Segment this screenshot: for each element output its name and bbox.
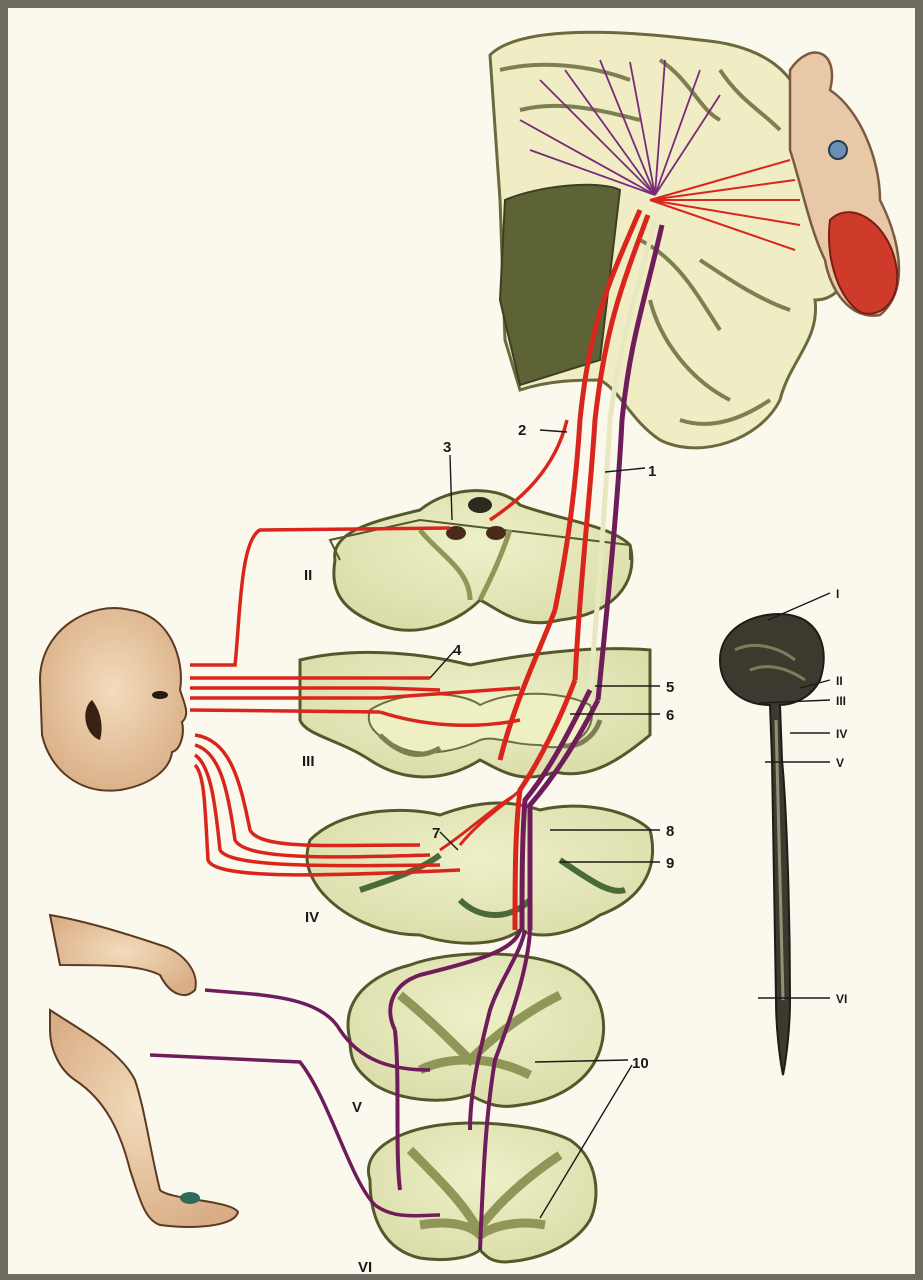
head-icon: [40, 608, 186, 791]
callout-6: 6: [666, 707, 674, 724]
mini-label-II: II: [836, 674, 843, 688]
section-label-II: II: [304, 567, 312, 584]
mini-label-VI: VI: [836, 992, 847, 1006]
section-label-V: V: [352, 1099, 362, 1116]
brain-section-icon: [490, 32, 899, 448]
arm-icon: [50, 915, 196, 995]
callout-2: 2: [518, 422, 526, 439]
callout-7: 7: [432, 825, 440, 842]
mini-label-IV: IV: [836, 727, 847, 741]
mini-label-III: III: [836, 694, 846, 708]
callout-8: 8: [666, 823, 674, 840]
mini-label-I: I: [836, 587, 839, 601]
callout-3: 3: [443, 439, 451, 456]
callout-10: 10: [632, 1055, 649, 1072]
callout-1: 1: [648, 463, 656, 480]
mini-cord-labels: I II III IV V VI: [836, 587, 847, 1006]
spinal-cord-icon: [720, 614, 824, 1075]
section-label-VI: VI: [358, 1259, 372, 1276]
callout-5: 5: [666, 679, 674, 696]
mini-label-V: V: [836, 756, 844, 770]
section-label-IV: IV: [305, 909, 319, 926]
callout-4: 4: [453, 642, 462, 659]
leg-icon: [50, 1010, 238, 1227]
section-label-III: III: [302, 753, 315, 770]
callout-9: 9: [666, 855, 674, 872]
